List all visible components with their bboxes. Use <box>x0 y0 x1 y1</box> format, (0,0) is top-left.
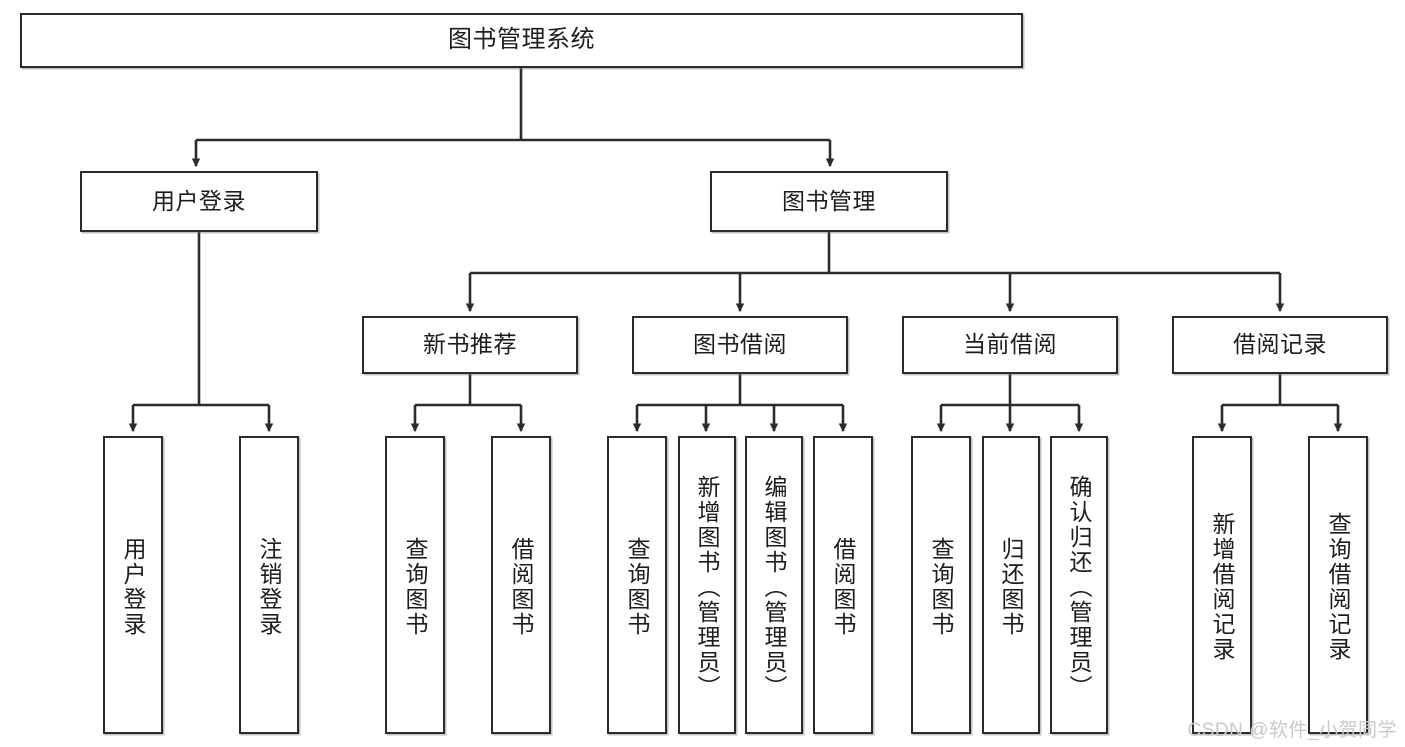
node-user-login[interactable]: 用户登录 <box>80 171 318 232</box>
leaf-borrow-record-add-record[interactable]: 新增借阅记录 <box>1192 436 1252 734</box>
node-root-book-management-system[interactable]: 图书管理系统 <box>20 13 1023 68</box>
leaf-borrow-record-query-record[interactable]: 查询借阅记录 <box>1308 436 1368 734</box>
node-label: 新增图书（管理员） <box>694 475 721 700</box>
csdn-watermark: CSDN @软件_小贺同学 <box>1187 720 1397 741</box>
leaf-user-login-logout[interactable]: 注销登录 <box>239 436 299 734</box>
node-book-management[interactable]: 图书管理 <box>710 171 948 232</box>
node-label: 新增借阅记录 <box>1209 512 1236 662</box>
node-label: 用户登录 <box>120 537 147 637</box>
leaf-current-borrow-confirm-return-admin[interactable]: 确认归还（管理员） <box>1050 436 1108 734</box>
node-label: 图书借阅 <box>693 331 787 358</box>
node-label: 查询图书 <box>928 537 955 637</box>
node-label: 借阅记录 <box>1233 331 1327 358</box>
leaf-book-borrow-query-books[interactable]: 查询图书 <box>607 436 667 734</box>
node-label: 查询图书 <box>402 537 429 637</box>
node-label: 查询图书 <box>624 537 651 637</box>
node-label: 归还图书 <box>998 537 1025 637</box>
node-label: 借阅图书 <box>508 537 535 637</box>
node-label: 新书推荐 <box>423 331 517 358</box>
node-label: 确认归还（管理员） <box>1066 475 1093 700</box>
node-label: 注销登录 <box>256 537 283 637</box>
node-current-borrowing[interactable]: 当前借阅 <box>902 316 1118 374</box>
node-label: 当前借阅 <box>963 331 1057 358</box>
leaf-new-book-borrow-books[interactable]: 借阅图书 <box>491 436 551 734</box>
leaf-book-borrow-borrow-books[interactable]: 借阅图书 <box>813 436 873 734</box>
leaf-new-book-query-books[interactable]: 查询图书 <box>385 436 445 734</box>
leaf-current-borrow-return-books[interactable]: 归还图书 <box>982 436 1040 734</box>
node-label: 用户登录 <box>152 187 246 214</box>
node-borrow-record[interactable]: 借阅记录 <box>1172 316 1388 374</box>
leaf-user-login-login[interactable]: 用户登录 <box>103 436 163 734</box>
node-book-borrowing[interactable]: 图书借阅 <box>632 316 848 374</box>
leaf-book-borrow-edit-book-admin[interactable]: 编辑图书（管理员） <box>745 436 803 734</box>
node-label: 编辑图书（管理员） <box>761 475 788 700</box>
node-label: 图书管理 <box>782 187 876 214</box>
node-label: 借阅图书 <box>830 537 857 637</box>
node-label: 图书管理系统 <box>448 26 595 54</box>
leaf-current-borrow-query-books[interactable]: 查询图书 <box>911 436 971 734</box>
node-label: 查询借阅记录 <box>1325 512 1352 662</box>
leaf-book-borrow-add-book-admin[interactable]: 新增图书（管理员） <box>678 436 736 734</box>
node-new-book-recommendation[interactable]: 新书推荐 <box>362 316 578 374</box>
